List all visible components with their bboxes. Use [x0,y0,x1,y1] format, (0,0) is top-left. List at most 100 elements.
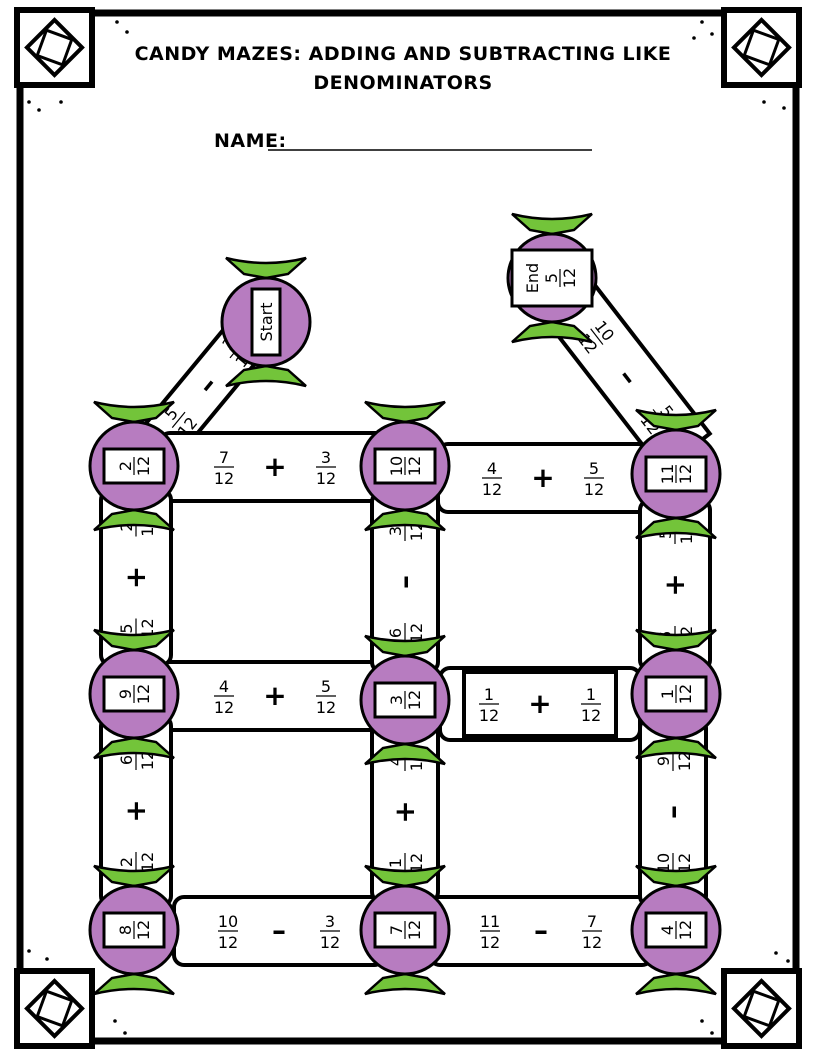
candy-wrapper [93,972,175,996]
path-h-r2-a[interactable]: 412 +512 [158,660,392,732]
fraction-second: 512 [316,677,336,717]
corner-ornaments [14,7,802,1049]
fraction-first: 412 [214,677,234,717]
candy-wrapper [93,736,175,760]
fraction-denominator: 12 [320,933,340,952]
corner-ornament-bottom-left [14,949,127,1049]
fraction-numerator: 6 [386,628,405,638]
start-candy[interactable]: Start [220,256,312,388]
candy-denominator: 12 [676,464,695,484]
fraction-denominator: 12 [482,480,502,499]
minus-sign: – [534,914,548,947]
fraction-second: 712 [582,912,602,952]
fraction-numerator: 2 [117,521,136,531]
candy-wrapper [93,864,175,888]
minus-sign: – [388,575,421,589]
candy-wrapper [364,864,446,888]
fraction-denominator: 12 [214,469,234,488]
candy-wrapper [364,508,446,532]
plus-sign: + [263,679,286,712]
candy-numerator: 2 [116,461,135,471]
candy-wrapper [225,364,307,388]
path-h-r1-a[interactable]: 712 +3 12 [158,431,392,503]
plus-sign: + [528,687,551,720]
candy-denominator: 12 [676,684,695,704]
fraction-numerator: 3 [321,448,331,467]
maze-paths: 512–3121012–512712+312412+512412+512112+… [99,280,713,967]
candy-numerator: 8 [116,925,135,935]
fraction-second: 312 [320,912,340,952]
candy-wrapper [93,508,175,532]
fraction-denominator: 12 [675,853,694,873]
candy-wrapper [635,516,717,540]
fraction-first: 112 [479,685,499,725]
fraction-denominator: 12 [675,751,694,771]
candy-wrapper [635,972,717,996]
worksheet-title-line-2: DENOMINATORS [313,72,492,94]
end-numerator: 5 [542,273,561,283]
fraction-denominator: 12 [218,933,238,952]
start-label: Start [257,302,276,341]
fraction-numerator: 1 [386,858,405,868]
candy-denominator: 12 [134,684,153,704]
candy-denominator: 12 [405,456,424,476]
path-h-r1-b[interactable]: 412+512 [436,442,650,514]
fraction-first: 712 [214,448,234,488]
fraction-denominator: 12 [407,853,426,873]
fraction-numerator: 1 [586,685,596,704]
fraction-numerator: 3 [325,912,335,931]
candy-numerator: 4 [658,925,677,935]
plus-sign: + [263,450,286,483]
minus-sign: – [272,914,286,947]
candy-denominator: 12 [134,920,153,940]
fraction-first: 412 [482,459,502,499]
candy-numerator: 3 [387,695,406,705]
fraction-numerator: 2 [117,857,136,867]
candy-numerator: 11 [658,464,677,484]
corner-ornament-bottom-right [700,951,802,1049]
plus-sign: + [388,800,421,823]
fraction-denominator: 12 [316,469,336,488]
fraction-numerator: 9 [654,756,673,766]
fraction-second: 112 [581,685,601,725]
candy-wrapper [635,736,717,760]
candy-denominator: 12 [405,690,424,710]
candy-numerator: 10 [387,456,406,476]
candy-denominator: 12 [405,920,424,940]
fraction-numerator: 11 [480,912,500,931]
fraction-numerator: 10 [654,853,673,873]
candy-wrapper [225,256,307,280]
fraction-numerator: 4 [386,756,405,766]
fraction-denominator: 12 [584,480,604,499]
candy-denominator: 12 [676,920,695,940]
fraction-numerator: 3 [386,526,405,536]
fraction-numerator: 5 [589,459,599,478]
name-label: NAME: [214,130,287,152]
path-h-r2-b[interactable]: 112 +112 [438,666,642,742]
fraction-numerator: 1 [484,685,494,704]
candy-denominator: 12 [134,456,153,476]
fraction-numerator: 6 [117,755,136,765]
fraction-denominator: 12 [316,698,336,717]
fraction-numerator: 10 [218,912,238,931]
